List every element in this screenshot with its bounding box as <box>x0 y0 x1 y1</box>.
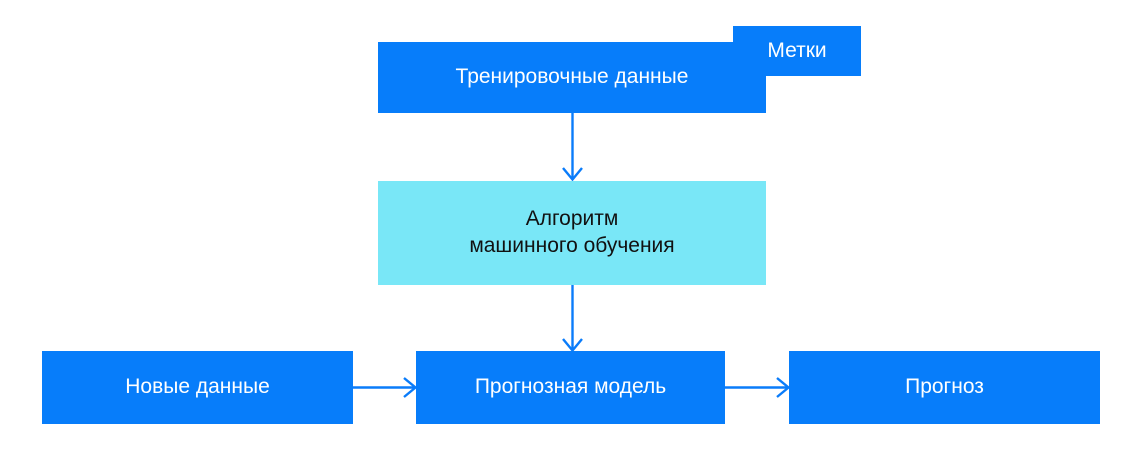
node-forecast[interactable]: Прогноз <box>789 351 1100 424</box>
arrow-ml-algorithm-to-predictive-model <box>562 285 583 353</box>
arrow-predictive-model-to-forecast <box>725 377 791 398</box>
arrow-new-data-to-predictive-model <box>353 377 418 398</box>
node-labels[interactable]: Метки <box>733 26 861 76</box>
node-training-data[interactable]: Тренировочные данные <box>378 42 766 113</box>
arrow-training-data-to-ml-algorithm <box>562 113 583 182</box>
node-new-data[interactable]: Новые данные <box>42 351 353 424</box>
node-predictive-model[interactable]: Прогнозная модель <box>416 351 725 424</box>
node-ml-algorithm[interactable]: Алгоритм машинного обучения <box>378 181 766 285</box>
